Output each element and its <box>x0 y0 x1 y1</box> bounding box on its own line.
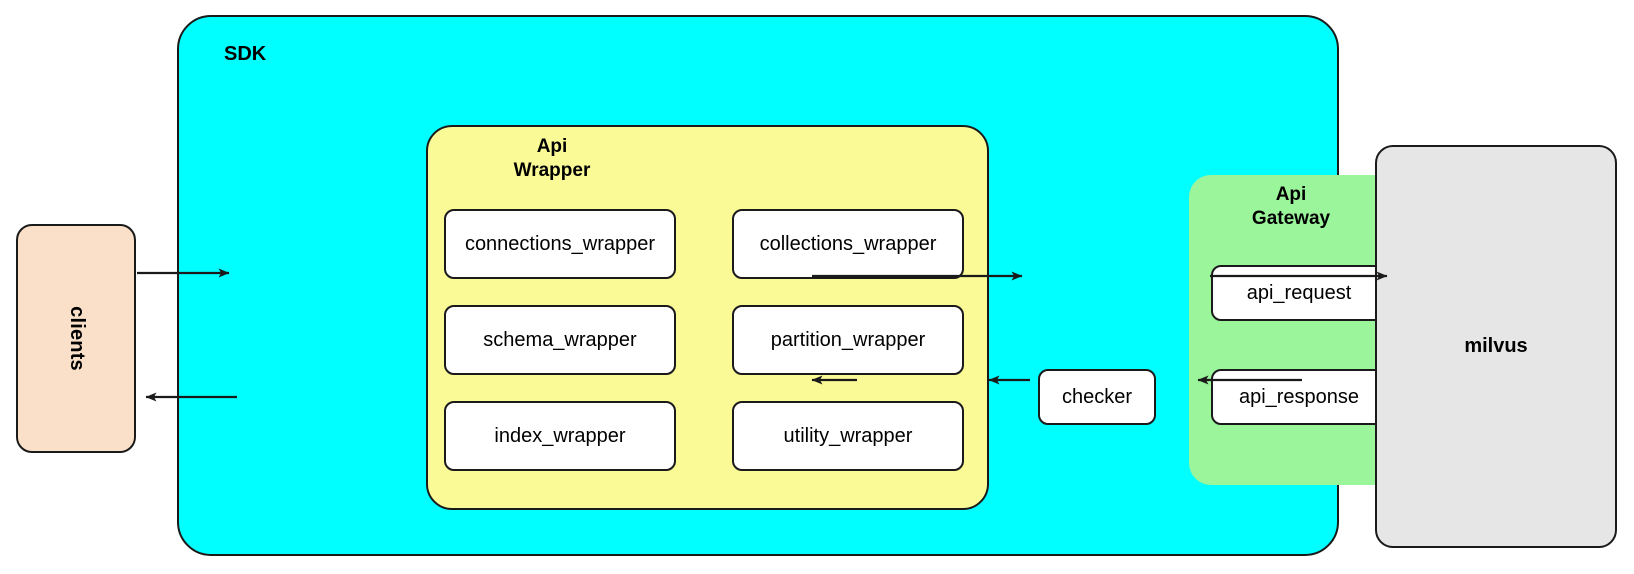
api-request-label: api_request <box>1246 281 1352 304</box>
sdk-label: SDK <box>224 43 267 65</box>
utility-wrapper-box[interactable]: utility_wrapper <box>732 401 964 471</box>
checker-label: checker <box>1061 385 1133 408</box>
index-wrapper-label: index_wrapper <box>494 424 626 447</box>
index-wrapper-box[interactable]: index_wrapper <box>444 401 676 471</box>
milvus-label: milvus <box>1464 335 1528 357</box>
clients-label: clients <box>65 306 88 371</box>
api-response-label: api_response <box>1238 385 1360 408</box>
api-gateway-label: Api Gateway <box>1251 184 1331 229</box>
collections-wrapper-box[interactable]: collections_wrapper <box>732 209 964 279</box>
connections-wrapper-label: connections_wrapper <box>464 232 656 255</box>
partition-wrapper-box[interactable]: partition_wrapper <box>732 305 964 375</box>
partition-wrapper-label: partition_wrapper <box>770 328 926 351</box>
api-wrapper-label: Api Wrapper <box>513 136 591 181</box>
clients-box[interactable]: clients <box>16 224 136 453</box>
utility-wrapper-label: utility_wrapper <box>783 424 913 447</box>
collections-wrapper-label: collections_wrapper <box>759 232 937 255</box>
schema-wrapper-label: schema_wrapper <box>483 328 637 351</box>
api-response-box[interactable]: api_response <box>1211 369 1387 425</box>
api-request-box[interactable]: api_request <box>1211 265 1387 321</box>
schema-wrapper-box[interactable]: schema_wrapper <box>444 305 676 375</box>
connections-wrapper-box[interactable]: connections_wrapper <box>444 209 676 279</box>
checker-box[interactable]: checker <box>1038 369 1156 425</box>
sdk-container[interactable]: SDK Api Wrapper connections_wrapper coll… <box>177 15 1417 556</box>
milvus-box[interactable]: milvus <box>1375 145 1617 548</box>
